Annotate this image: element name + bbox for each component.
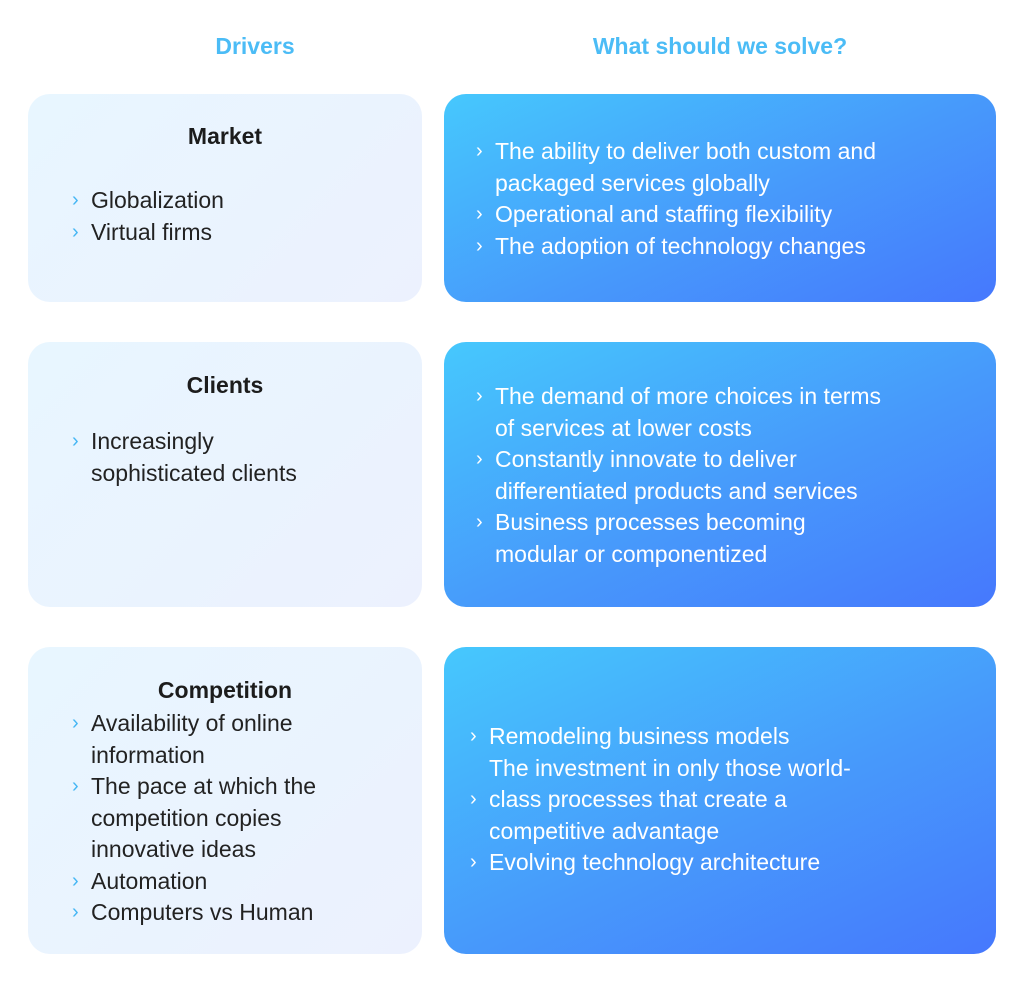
solve-item: › The ability to deliver both custom and — [444, 136, 996, 168]
driver-item: › Computers vs Human — [28, 897, 422, 929]
driver-card-clients: Clients › Increasingly sophisticated client… — [28, 342, 422, 607]
driver-card-competition: Competition › Availability of online inform… — [28, 647, 422, 954]
chevron-right-icon: › — [72, 901, 79, 923]
driver-item: › Availability of online — [28, 708, 422, 740]
chevron-right-icon: › — [476, 385, 483, 407]
chevron-right-icon: › — [476, 140, 483, 162]
solve-item: › Remodeling business models — [444, 721, 996, 753]
driver-item-text: The pace at which the — [91, 773, 317, 799]
driver-item: › Virtual firms — [28, 217, 422, 249]
driver-item-text: Automation — [91, 867, 208, 894]
solve-header: What should we solve? — [592, 33, 848, 59]
driver-item: innovative ideas — [28, 834, 422, 866]
solve-item-text: of services at lower costs — [495, 414, 752, 441]
solve-item: › Business processes becoming — [444, 507, 996, 539]
driver-title: Market — [187, 123, 263, 149]
chevron-right-icon: › — [476, 203, 483, 225]
solve-item: of services at lower costs — [444, 413, 996, 445]
solve-item-text: The ability to deliver both custom and — [495, 138, 876, 164]
driver-title: Clients — [186, 372, 264, 398]
solve-item-text: Constantly innovate to deliver — [495, 446, 797, 472]
driver-item: › Globalization — [28, 185, 422, 217]
driver-item: sophisticated clients — [28, 458, 422, 490]
solve-item-text: packaged services globally — [495, 169, 770, 196]
chevron-right-icon: › — [470, 788, 477, 810]
chevron-right-icon: › — [72, 775, 79, 797]
solve-item-text: Evolving technology architecture — [489, 849, 821, 875]
driver-item-text: Globalization — [91, 187, 224, 213]
driver-item-text: Availability of online — [91, 710, 293, 736]
driver-item-text: Virtual firms — [91, 218, 212, 245]
solve-item: packaged services globally — [444, 168, 996, 200]
chevron-right-icon: › — [72, 869, 79, 892]
solve-item-text: The investment in only those world- — [489, 754, 851, 781]
solve-item-text: Business processes becoming — [495, 509, 806, 535]
solve-item: › Operational and staffing flexibility — [444, 199, 996, 231]
driver-item: competition copies — [28, 803, 422, 835]
solve-item: The investment in only those world- — [444, 753, 996, 785]
chevron-right-icon: › — [476, 234, 483, 257]
chevron-right-icon: › — [72, 220, 79, 243]
driver-item-text: Computers vs Human — [91, 899, 314, 925]
solve-item: differentiated products and services — [444, 476, 996, 508]
driver-item: › Increasingly — [28, 426, 422, 458]
solve-item: › The adoption of technology changes — [444, 231, 996, 263]
solve-card-2: › The demand of more choices in terms of s… — [444, 342, 996, 607]
solve-item-text: The demand of more choices in terms — [495, 383, 882, 409]
solve-item-text: The adoption of technology changes — [495, 232, 866, 259]
driver-item-text: information — [91, 741, 205, 768]
driver-item-text: innovative ideas — [91, 836, 256, 862]
chevron-right-icon: › — [72, 430, 79, 452]
solve-card-1: › The ability to deliver both custom and p… — [444, 94, 996, 302]
solve-item: › class processes that create a — [444, 784, 996, 816]
driver-title: Competition — [157, 677, 293, 703]
solve-item-text: modular or componentized — [495, 540, 768, 567]
solve-item: › Evolving technology architecture — [444, 847, 996, 879]
driver-item-text: competition copies — [91, 804, 282, 831]
driver-item-text: Increasingly — [91, 428, 214, 454]
driver-item: › Automation — [28, 866, 422, 898]
solve-item-text: competitive advantage — [489, 817, 720, 844]
solve-item: competitive advantage — [444, 816, 996, 848]
solve-item-text: class processes that create a — [489, 786, 787, 812]
solve-item: › The demand of more choices in terms — [444, 381, 996, 413]
solve-item: modular or componentized — [444, 539, 996, 571]
chevron-right-icon: › — [476, 448, 483, 470]
solve-item-text: Remodeling business models — [489, 723, 790, 749]
chevron-right-icon: › — [476, 511, 483, 533]
driver-item-text: sophisticated clients — [91, 459, 297, 486]
chevron-right-icon: › — [470, 851, 477, 873]
drivers-header: Drivers — [215, 33, 295, 59]
driver-item: information — [28, 740, 422, 772]
solve-item-text: differentiated products and services — [495, 477, 858, 504]
solve-item: › Constantly innovate to deliver — [444, 444, 996, 476]
chevron-right-icon: › — [470, 725, 477, 747]
chevron-right-icon: › — [72, 189, 79, 211]
driver-item: › The pace at which the — [28, 771, 422, 803]
chevron-right-icon: › — [72, 712, 79, 734]
solve-item-text: Operational and staffing flexibility — [495, 201, 833, 227]
driver-card-market: Market › Globalization › Virtual firms — [28, 94, 422, 302]
